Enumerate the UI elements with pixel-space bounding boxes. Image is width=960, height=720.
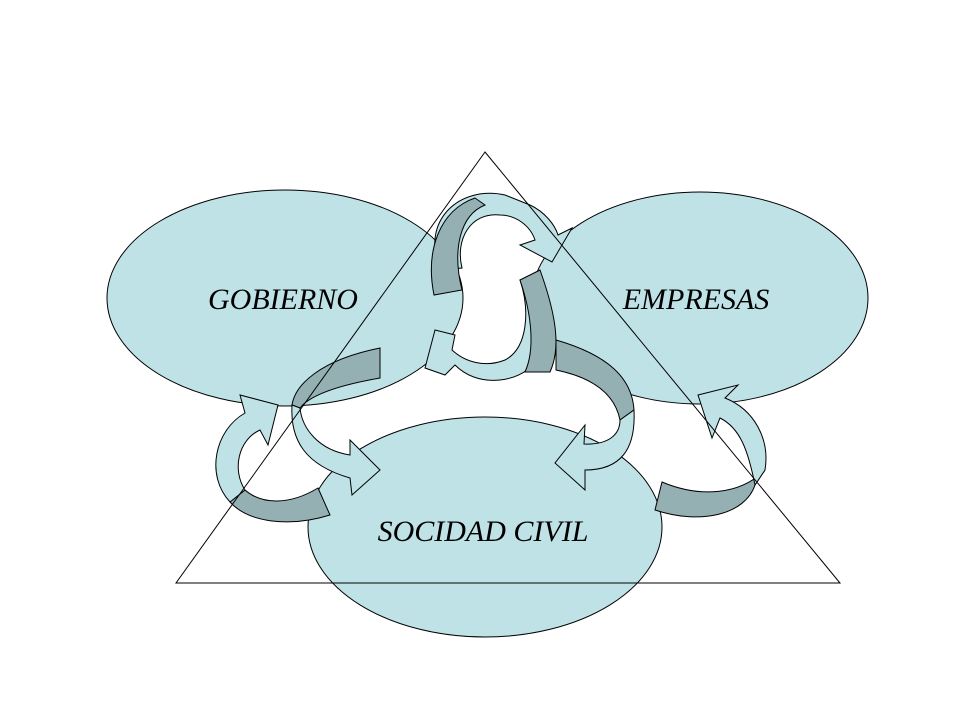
arrow-cycle-dark-right: [519, 269, 557, 373]
arrow-sociedad-empresas-dark: [654, 469, 766, 518]
arrow-sociedad-to-gobierno: [215, 394, 279, 503]
triangle-outline: [175, 151, 842, 584]
arrow-sociedad-to-empresas: [697, 384, 767, 487]
label-sociedad-civil: SOCIDAD CIVIL: [378, 515, 589, 548]
arrow-cycle-dark-top: [430, 197, 487, 296]
label-gobierno: GOBIERNO: [208, 283, 358, 316]
label-empresas: EMPRESAS: [622, 283, 770, 316]
arrow-sociedad-gobierno-dark: [229, 487, 331, 523]
arrow-empresas-to-sociedad: [554, 409, 635, 492]
arrow-gobierno-to-sociedad: [291, 404, 381, 497]
